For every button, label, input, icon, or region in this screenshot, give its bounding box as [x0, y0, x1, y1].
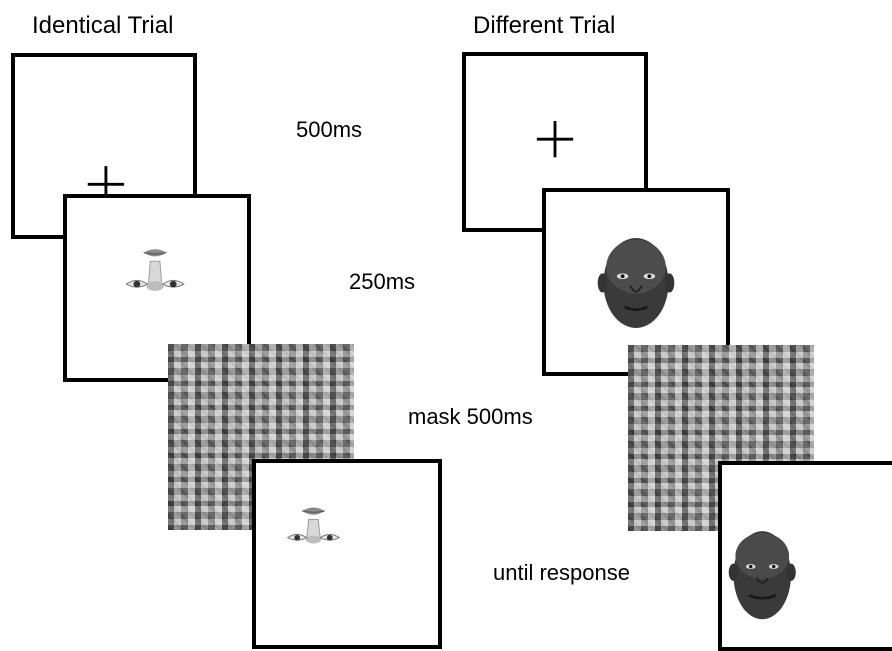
different-trial-title: Different Trial — [473, 12, 616, 39]
face-photo-icon — [728, 531, 796, 620]
identical-trial-title: Identical Trial — [32, 12, 174, 39]
timing-fixation-label: 500ms — [296, 117, 363, 142]
scrambled-face-features-icon — [286, 507, 341, 544]
different-fixation-frame — [462, 52, 648, 232]
fixation-cross-icon — [536, 120, 574, 158]
face-photo-icon — [597, 237, 675, 328]
different-probe-frame — [718, 461, 892, 651]
timing-mask-label: mask 500ms — [408, 404, 533, 429]
different-stimulus-frame — [542, 188, 730, 376]
identical-probe-frame — [252, 459, 442, 649]
scrambled-face-features-icon — [125, 249, 185, 291]
timing-response-label: until response — [493, 560, 630, 585]
timing-stimulus-label: 250ms — [349, 269, 416, 294]
